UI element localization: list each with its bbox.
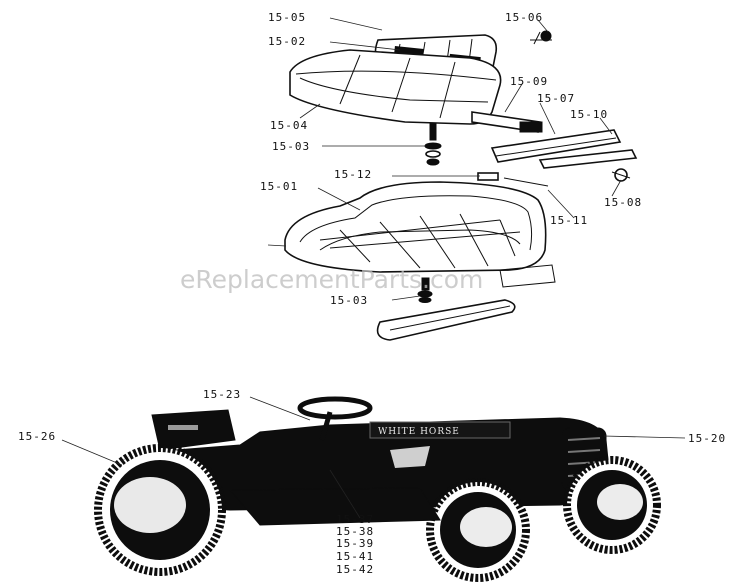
label-15-23: 15-23 [203, 388, 241, 401]
label-15-12: 15-12 [334, 168, 372, 181]
hinge-parts [471, 111, 638, 182]
label-15-11: 15-11 [550, 214, 588, 227]
label-15-26: 15-26 [18, 430, 56, 443]
tractor-photo: WHITE HORSE [94, 396, 661, 582]
label-15-09: 15-09 [510, 75, 548, 88]
label-15-07: 15-07 [537, 92, 575, 105]
label-15-20: 15-20 [688, 432, 726, 445]
label-15-41: 15-41 [336, 550, 374, 563]
label-15-39: 15-39 [336, 537, 374, 550]
label-15-38: 15-38 [336, 525, 374, 538]
label-15-03-upper: 15-03 [272, 140, 310, 153]
label-15-37: 15-37 [336, 513, 374, 526]
tractor-brand-text: WHITE HORSE [378, 427, 460, 437]
label-15-03-lower: 15-03 [330, 294, 368, 307]
label-15-02: 15-02 [268, 35, 306, 48]
lower-seat-pan [284, 172, 549, 273]
label-15-01: 15-01 [260, 180, 298, 193]
label-15-08: 15-08 [604, 196, 642, 209]
leader-lines [61, 17, 686, 519]
part-labels: 15-05 15-06 15-02 15-09 15-07 15-10 15-0… [18, 11, 726, 576]
label-15-05: 15-05 [268, 11, 306, 24]
lower-mount-parts [376, 264, 556, 341]
label-15-42: 15-42 [336, 563, 374, 576]
bolt-stack-upper [424, 123, 442, 166]
label-15-06: 15-06 [505, 11, 543, 24]
label-15-10: 15-10 [570, 108, 608, 121]
label-15-04: 15-04 [270, 119, 308, 132]
watermark-text: eReplacementParts.com [180, 265, 483, 294]
upper-seat-assembly [289, 30, 552, 125]
